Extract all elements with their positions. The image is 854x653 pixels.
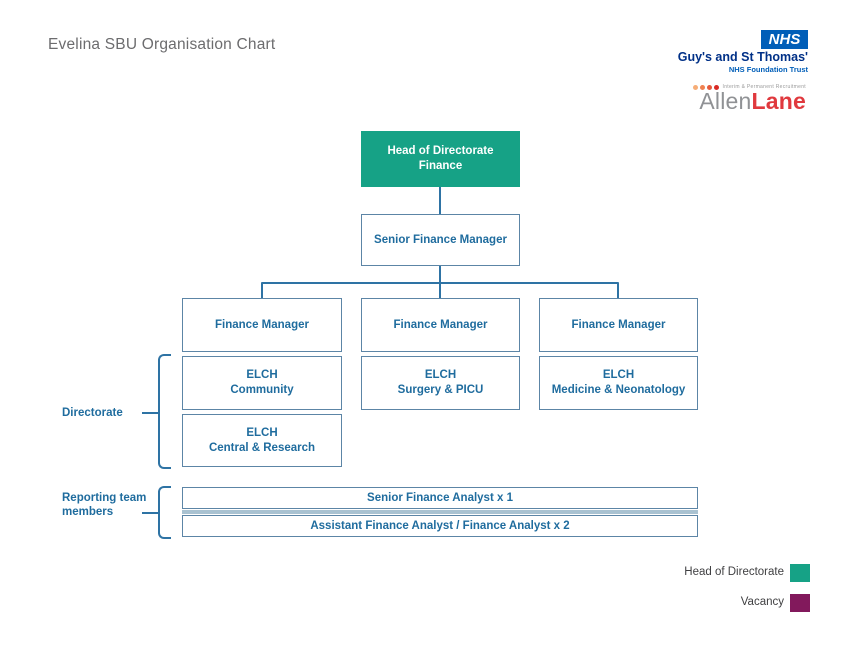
reporting-team-label-line1: Reporting team — [62, 492, 147, 504]
elch-surgery-picu-box: ELCH Surgery & PICU — [361, 356, 520, 410]
elch-medicine-neonatology-box: ELCH Medicine & Neonatology — [539, 356, 698, 410]
senior-finance-analyst-box: Senior Finance Analyst x 1 — [182, 487, 698, 509]
nhs-logo: NHS — [761, 30, 808, 49]
allenlane-name-gray: Allen — [699, 88, 752, 114]
allenlane-logo: AllenLane — [699, 88, 806, 115]
finance-manager-box: Finance Manager — [361, 298, 520, 352]
reporting-team-label-line2: members — [62, 506, 114, 518]
finance-manager-box: Finance Manager — [182, 298, 342, 352]
connector-line — [439, 187, 441, 214]
bracket-dash — [142, 412, 159, 414]
node-label: Finance Manager — [215, 318, 309, 331]
assistant-finance-analyst-box: Assistant Finance Analyst / Finance Anal… — [182, 515, 698, 537]
legend-swatch-vacancy — [790, 594, 810, 612]
allenlane-tagline-row: Interim & Permanent Recruitment — [692, 84, 807, 90]
node-label: Senior Finance Analyst x 1 — [367, 491, 513, 504]
nhs-acronym: NHS — [768, 31, 801, 48]
directorate-bracket — [158, 354, 171, 469]
dot-icon — [713, 84, 719, 90]
reporting-team-label: Reporting team members — [62, 491, 146, 519]
nhs-org-name: Guy's and St Thomas' — [677, 50, 808, 64]
allenlane-tagline: Interim & Permanent Recruitment — [722, 84, 806, 90]
node-label: ELCH — [602, 369, 635, 381]
node-label: ELCH — [246, 369, 278, 381]
node-label: Community — [230, 384, 294, 396]
node-label: Finance — [418, 160, 463, 172]
elch-community-box: ELCH Community — [182, 356, 342, 410]
node-label: Head of Directorate — [387, 145, 494, 157]
node-label: ELCH — [424, 369, 457, 381]
directorate-label: Directorate — [62, 407, 123, 419]
connector-line — [439, 266, 441, 283]
reporting-bracket — [158, 486, 171, 539]
dot-icon — [706, 84, 712, 90]
bracket-dash — [142, 512, 159, 514]
legend-label-head-of-directorate: Head of Directorate — [684, 566, 784, 578]
node-label: Surgery & PICU — [397, 384, 484, 396]
node-label: ELCH — [246, 426, 278, 439]
nhs-foundation-text: NHS Foundation Trust — [728, 65, 808, 74]
allenlane-name-red: Lane — [751, 88, 806, 114]
dot-icon — [692, 84, 698, 90]
finance-manager-box: Finance Manager — [539, 298, 698, 352]
legend-label-vacancy: Vacancy — [740, 596, 784, 608]
legend-swatch-head-of-directorate — [790, 564, 810, 582]
node-label: Medicine & Neonatology — [551, 384, 686, 396]
node-label: Assistant Finance Analyst / Finance Anal… — [310, 519, 570, 532]
elch-central-research-box: ELCH Central & Research — [182, 414, 342, 467]
node-label: Central & Research — [208, 441, 316, 454]
node-label: Finance Manager — [571, 318, 666, 331]
node-label: Finance Manager — [393, 318, 488, 331]
connector-line — [261, 283, 263, 298]
connector-line — [439, 283, 441, 298]
analyst-row-divider — [182, 510, 698, 514]
head-of-directorate-box: Head of Directorate Finance — [361, 131, 520, 187]
connector-line — [617, 283, 619, 298]
page-title: Evelina SBU Organisation Chart — [48, 36, 276, 53]
senior-finance-manager-box: Senior Finance Manager — [361, 214, 520, 266]
dot-icon — [699, 84, 705, 90]
node-label: Senior Finance Manager — [374, 233, 507, 246]
